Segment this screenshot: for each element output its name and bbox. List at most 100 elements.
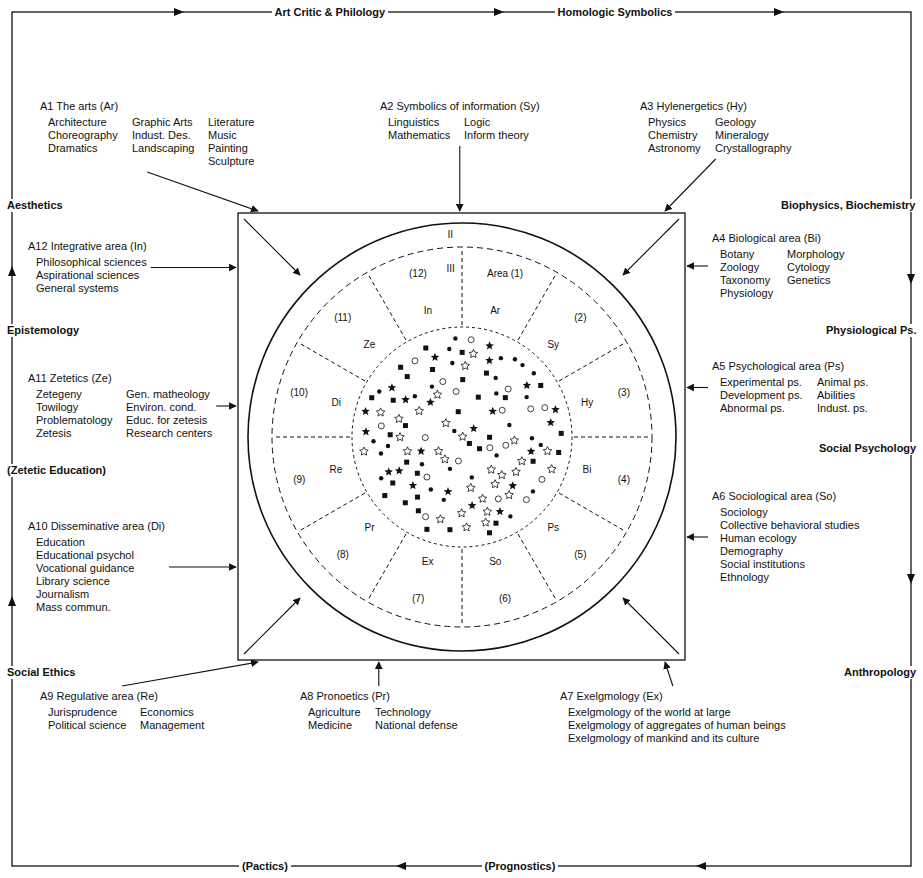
pattern-dot xyxy=(538,442,542,446)
area-item: Jurisprudence xyxy=(48,706,117,719)
link-label: (Prognostics) xyxy=(482,860,559,873)
pattern-star xyxy=(436,514,445,522)
circle-diagram: IIIIIArea (1)Ar(2)Sy(3)Hy(4)Bi(5)Ps(6)So… xyxy=(247,222,677,652)
area-item: Abnormal ps. xyxy=(720,402,785,415)
pattern-star xyxy=(526,446,535,454)
pattern-square xyxy=(447,527,452,532)
area-item: Zetegeny xyxy=(36,388,82,401)
pattern-dot xyxy=(494,453,498,457)
pattern-square xyxy=(402,423,407,428)
sector-divider xyxy=(518,274,556,340)
pattern-square xyxy=(538,382,543,387)
area-item: Ethnology xyxy=(720,571,769,584)
pattern-star xyxy=(361,406,370,414)
middle-ring xyxy=(272,247,652,627)
sector-label: Area (1) xyxy=(486,268,524,280)
sector-label: (3) xyxy=(617,387,631,399)
sector-label: (9) xyxy=(292,474,306,486)
area-item: Logic xyxy=(464,116,490,129)
area-title: A4 Biological area (Bi) xyxy=(712,232,821,245)
area-item: Taxonomy xyxy=(720,274,770,287)
area-item: Human ecology xyxy=(720,532,796,545)
sector-label: In xyxy=(423,305,433,317)
pattern-square xyxy=(390,480,395,485)
leader-arrow xyxy=(151,267,236,268)
pattern-star xyxy=(376,407,385,415)
area-item: Problematology xyxy=(36,414,112,427)
area-item: Collective behavioral studies xyxy=(720,519,859,532)
pattern-dot xyxy=(412,394,416,398)
pattern-star xyxy=(457,508,466,516)
area-item: Botany xyxy=(720,248,754,261)
pattern-circle xyxy=(422,434,428,440)
sector-label: Hy xyxy=(580,397,594,409)
pattern-star xyxy=(547,464,556,472)
pattern-star xyxy=(361,427,370,435)
area-item: Sociology xyxy=(720,506,768,519)
link-label: Homologic Symbolics xyxy=(555,6,676,19)
area-item: Environ. cond. xyxy=(126,401,196,414)
pattern-square xyxy=(459,349,464,354)
area-item: Painting xyxy=(208,142,248,155)
leader-arrow xyxy=(216,405,236,406)
area-item: Cytology xyxy=(787,261,830,274)
pattern-square xyxy=(402,500,407,505)
pattern-star xyxy=(546,418,555,426)
link-label: (Zetetic Education) xyxy=(4,464,109,477)
pattern-circle xyxy=(499,407,505,413)
area-item: Research centers xyxy=(126,427,212,440)
area-item: Literature xyxy=(208,116,254,129)
area-item: Physiology xyxy=(720,287,773,300)
pattern-star xyxy=(440,454,449,462)
pattern-square xyxy=(387,432,392,437)
sector-label: Di xyxy=(330,397,341,409)
loop-arrowheads xyxy=(8,8,915,870)
area-item: General systems xyxy=(36,282,119,295)
pattern-star xyxy=(359,447,368,455)
pattern-square xyxy=(382,493,387,498)
pattern-star xyxy=(467,501,476,509)
sector-divider xyxy=(461,549,462,625)
pattern-circle xyxy=(486,444,492,450)
area-title: A6 Sociological area (So) xyxy=(712,490,836,503)
pattern-square xyxy=(502,395,507,400)
area-item: Architecture xyxy=(48,116,107,129)
area-item: Animal ps. xyxy=(817,376,868,389)
pattern-dot xyxy=(498,355,502,359)
pattern-circle xyxy=(439,378,445,384)
sector-label: Ps xyxy=(546,522,560,534)
sector-label: Sy xyxy=(546,339,560,351)
leader-arrow xyxy=(169,566,236,567)
pattern-star xyxy=(462,522,471,530)
area-item: Technology xyxy=(375,706,431,719)
pattern-dot xyxy=(371,439,375,443)
pattern-star xyxy=(469,349,478,357)
sector-label: Ar xyxy=(489,305,501,317)
pattern-dot xyxy=(520,362,524,366)
pattern-star xyxy=(416,446,425,454)
pattern-dot xyxy=(507,422,511,426)
pattern-dot xyxy=(494,391,498,395)
area-item: Geology xyxy=(715,116,756,129)
pattern-dot xyxy=(385,443,389,447)
area-item: Demography xyxy=(720,545,783,558)
area-title: A12 Integrative area (In) xyxy=(28,240,147,253)
pattern-star xyxy=(483,507,492,515)
sector-label: Pr xyxy=(364,522,376,534)
pattern-dot xyxy=(447,346,451,350)
sector-divider xyxy=(558,343,624,381)
pattern-star xyxy=(403,446,412,454)
area-title: A11 Zetetics (Ze) xyxy=(28,372,112,385)
pattern-dot xyxy=(493,375,497,379)
area-item: Development ps. xyxy=(720,389,803,402)
sector-label: Ex xyxy=(421,556,435,568)
pattern-circle xyxy=(523,496,529,502)
pattern-dot xyxy=(447,466,451,470)
area-item: Choreography xyxy=(48,129,118,142)
leader-arrow xyxy=(459,146,460,211)
pattern-square xyxy=(423,345,428,350)
pattern-star xyxy=(426,397,435,405)
pattern-square xyxy=(466,440,471,445)
area-item: Indust. Des. xyxy=(132,129,191,142)
pattern-dot xyxy=(441,497,445,501)
